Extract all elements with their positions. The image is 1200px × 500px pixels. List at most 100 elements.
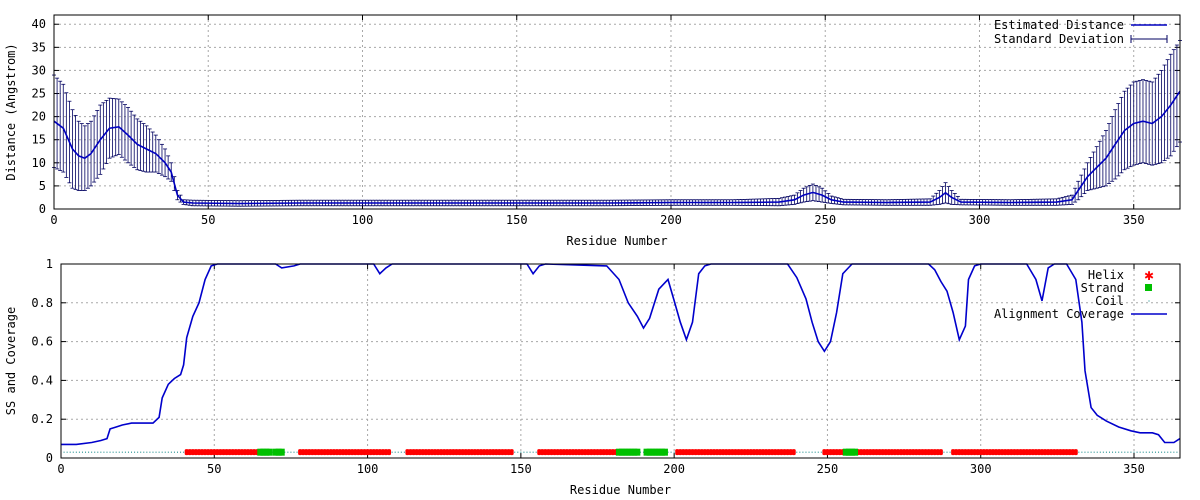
helix-marker	[540, 449, 545, 456]
helix-marker	[552, 449, 557, 456]
helix-marker	[837, 449, 842, 456]
helix-marker	[454, 449, 459, 456]
helix-marker	[442, 449, 447, 456]
y-tick-label: 0	[46, 451, 53, 465]
helix-marker	[751, 449, 756, 456]
y-tick-label: 0.6	[31, 335, 53, 349]
helix-marker	[564, 449, 569, 456]
helix-marker	[981, 449, 986, 456]
helix-marker	[705, 449, 710, 456]
helix-marker	[503, 449, 508, 456]
helix-marker	[687, 449, 692, 456]
helix-marker	[776, 449, 781, 456]
helix-marker	[607, 449, 612, 456]
helix-marker	[230, 449, 235, 456]
helix-marker	[307, 449, 312, 456]
coil-marker	[1145, 451, 1147, 453]
coil-marker	[1127, 451, 1129, 453]
strand-marker	[615, 448, 622, 456]
helix-marker	[543, 449, 548, 456]
helix-marker	[184, 449, 189, 456]
helix-marker	[322, 449, 327, 456]
helix-marker	[779, 449, 784, 456]
helix-marker	[574, 449, 579, 456]
helix-marker	[678, 449, 683, 456]
helix-marker	[902, 449, 907, 456]
strand-marker	[263, 448, 270, 456]
helix-marker	[764, 449, 769, 456]
coil-marker	[1176, 451, 1178, 453]
x-tick-label: 300	[970, 462, 992, 476]
helix-marker	[966, 449, 971, 456]
coil-marker	[167, 451, 169, 453]
helix-marker	[975, 449, 980, 456]
helix-marker	[316, 449, 321, 456]
helix-marker	[742, 449, 747, 456]
coil-marker	[284, 451, 286, 453]
helix-marker	[782, 449, 787, 456]
coil-marker	[1081, 451, 1083, 453]
helix-marker	[696, 449, 701, 456]
helix-marker	[466, 449, 471, 456]
coil-marker	[1158, 451, 1160, 453]
helix-marker	[972, 449, 977, 456]
x-tick-label: 150	[506, 213, 528, 227]
coil-marker	[1173, 451, 1175, 453]
helix-marker	[485, 449, 490, 456]
y-tick-label: 35	[32, 40, 46, 54]
coil-marker	[1115, 451, 1117, 453]
helix-marker	[301, 449, 306, 456]
coil-marker	[103, 451, 105, 453]
helix-marker	[1052, 449, 1057, 456]
helix-marker	[868, 449, 873, 456]
coil-marker	[642, 451, 644, 453]
helix-marker	[721, 449, 726, 456]
helix-marker	[690, 449, 695, 456]
helix-marker	[905, 449, 910, 456]
helix-marker	[561, 449, 566, 456]
helix-marker	[883, 449, 888, 456]
coil-marker	[1161, 451, 1163, 453]
coil-marker	[164, 451, 166, 453]
helix-marker	[604, 449, 609, 456]
y-tick-label: 0	[39, 202, 46, 216]
legend-standard-deviation-key	[1130, 35, 1168, 43]
helix-marker	[754, 449, 759, 456]
helix-marker	[448, 449, 453, 456]
coil-marker	[100, 451, 102, 453]
helix-marker	[411, 449, 416, 456]
coil-marker	[808, 451, 810, 453]
legend-coil: Coil	[1095, 294, 1124, 308]
helix-marker	[356, 449, 361, 456]
helix-marker	[892, 449, 897, 456]
coil-marker	[1087, 451, 1089, 453]
helix-marker	[899, 449, 904, 456]
helix-marker	[1058, 449, 1063, 456]
strand-marker	[658, 448, 665, 456]
helix-marker	[203, 449, 208, 456]
coil-marker	[1130, 451, 1132, 453]
helix-marker	[546, 449, 551, 456]
legend-helix: Helix	[1088, 268, 1124, 282]
coil-marker	[1102, 451, 1104, 453]
helix-marker	[242, 449, 247, 456]
x-tick-label: 200	[660, 213, 682, 227]
coil-marker	[109, 451, 111, 453]
helix-marker	[1015, 449, 1020, 456]
helix-marker	[595, 449, 600, 456]
distance-x-axis-label: Residue Number	[566, 234, 667, 248]
coil-marker	[1151, 451, 1153, 453]
helix-marker	[206, 449, 211, 456]
coil-marker	[69, 451, 71, 453]
helix-marker	[1055, 449, 1060, 456]
helix-marker	[558, 449, 563, 456]
helix-marker	[1036, 449, 1041, 456]
helix-marker	[423, 449, 428, 456]
coil-marker	[1164, 451, 1166, 453]
coil-marker	[667, 451, 669, 453]
coil-marker	[152, 451, 154, 453]
helix-marker	[739, 449, 744, 456]
coil-marker	[140, 451, 142, 453]
helix-marker	[1073, 449, 1078, 456]
